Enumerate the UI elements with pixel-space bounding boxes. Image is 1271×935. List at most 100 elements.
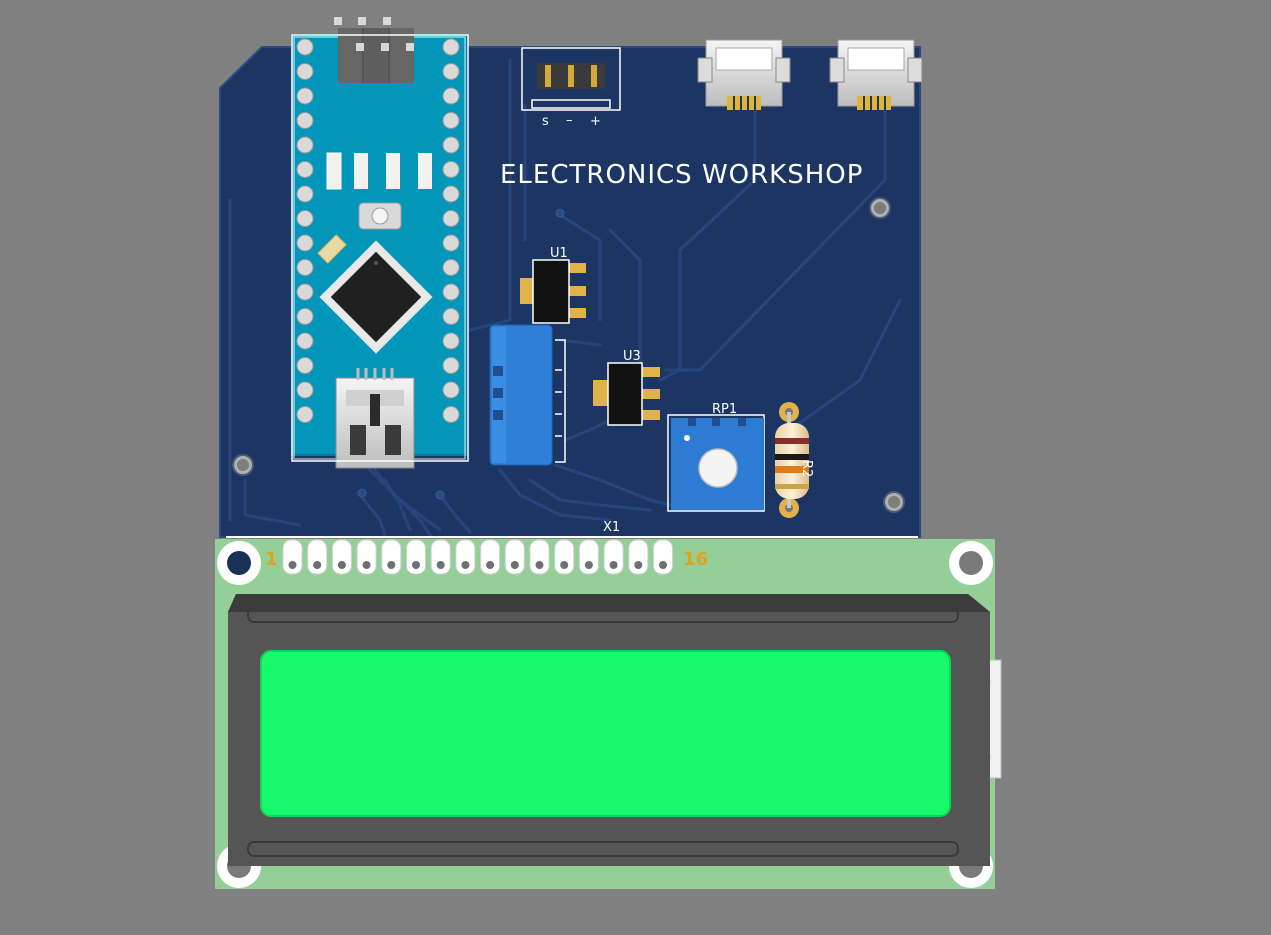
lcd-pin-hole <box>560 561 569 569</box>
nano-pin <box>442 283 460 301</box>
nano-pin <box>296 406 314 423</box>
nano-led <box>418 153 432 189</box>
blue-sensor-module <box>489 324 566 466</box>
potentiometer-rp1 <box>667 414 765 512</box>
lcd-pin-hole <box>659 561 667 569</box>
nano-led <box>354 153 368 189</box>
lcd-pin <box>529 539 550 575</box>
u1-label: U1 <box>550 246 568 261</box>
nano-pin <box>442 161 460 178</box>
lcd-pin <box>331 539 352 575</box>
lcd-pin-hole <box>609 561 618 569</box>
lcd-pin-hole <box>634 561 643 569</box>
nano-pin <box>442 406 460 423</box>
resistor-r2 <box>775 402 809 518</box>
nano-pin <box>442 357 460 374</box>
header-label-s: s <box>542 114 549 129</box>
lcd-pin <box>430 539 451 575</box>
lcd-screen <box>260 650 951 817</box>
lcd-pin-hole <box>461 561 470 569</box>
lcd-pin <box>628 539 649 575</box>
lcd-pin <box>356 539 377 575</box>
nano-pin <box>296 357 314 374</box>
lcd-pin-hole <box>288 561 297 569</box>
lcd-pin-hole <box>313 561 322 569</box>
lcd-module <box>215 539 1002 889</box>
header-label-minus: – <box>566 113 573 128</box>
lcd-pin-last-label: 16 <box>683 549 708 570</box>
lcd-pin <box>282 539 303 575</box>
copper-traces <box>228 58 902 537</box>
nano-pin-row-right <box>442 38 460 423</box>
regulator-u3 <box>593 362 660 426</box>
lcd-pin <box>381 539 402 575</box>
nano-pin <box>296 38 314 56</box>
lcd-pin-hole <box>535 561 544 569</box>
board-title: ELECTRONICS WORKSHOP <box>500 160 863 190</box>
lcd-pin <box>653 539 673 575</box>
x1-label: X1 <box>603 520 620 535</box>
servo-header <box>521 47 621 111</box>
nano-pin <box>296 112 314 129</box>
rp1-label: RP1 <box>712 402 737 417</box>
nano-silkscreen <box>291 34 469 462</box>
lcd-pin-header <box>282 539 673 575</box>
crystal-icon <box>317 234 347 264</box>
usb-mini-connector <box>335 368 415 469</box>
nano-pin <box>296 234 314 252</box>
nano-pin <box>442 381 460 399</box>
lcd-pin-hole <box>412 561 420 569</box>
nano-pin <box>442 63 460 80</box>
nano-pin <box>296 185 314 203</box>
arduino-nano <box>291 17 468 469</box>
nano-pin <box>442 332 460 350</box>
icsp-header <box>334 17 414 83</box>
mcu-chip <box>319 240 433 354</box>
nano-pin-row-left <box>296 38 314 423</box>
lcd-pin-hole <box>337 561 346 569</box>
nano-led <box>386 153 400 189</box>
nano-pin <box>296 87 314 105</box>
nano-pin <box>296 210 314 227</box>
nano-pin <box>296 332 314 350</box>
lcd-pin-hole <box>510 561 519 569</box>
lcd-pin <box>603 539 624 575</box>
u3-label: U3 <box>623 349 641 364</box>
nano-pin <box>442 259 460 276</box>
r2-label: R2 <box>799 460 814 477</box>
lcd-pin <box>307 539 328 575</box>
lcd-pin-hole <box>486 561 495 569</box>
lcd-pin <box>455 539 476 575</box>
micro-usb-connector-1 <box>697 39 791 110</box>
lcd-pin-hole <box>387 561 396 569</box>
nano-pin <box>442 185 460 203</box>
lcd-pin-hole <box>362 561 371 569</box>
nano-pin <box>296 63 314 80</box>
nano-pin <box>296 283 314 301</box>
lcd-pin-hole <box>584 561 593 569</box>
lcd-pin <box>406 539 426 575</box>
lcd-pin-hole <box>436 561 445 569</box>
nano-pin <box>442 38 460 56</box>
nano-pin <box>442 112 460 129</box>
lcd-pin-first-label: 1 <box>265 549 278 570</box>
nano-pin <box>442 210 460 227</box>
nano-pin <box>442 308 460 325</box>
lcd-pin <box>480 539 501 575</box>
nano-pin <box>442 87 460 105</box>
vias <box>357 208 565 500</box>
nano-pin <box>296 308 314 325</box>
micro-usb-connector-2 <box>829 39 923 110</box>
lcd-pin <box>578 539 599 575</box>
lcd-pin <box>504 539 525 575</box>
header-label-plus: + <box>590 114 601 129</box>
mounting-holes <box>232 197 905 513</box>
nano-pin <box>296 136 314 154</box>
nano-pin <box>296 381 314 399</box>
nano-pin <box>296 161 314 178</box>
nano-led <box>326 152 342 190</box>
nano-pin <box>296 259 314 276</box>
nano-pin <box>442 136 460 154</box>
lcd-pin <box>554 539 575 575</box>
